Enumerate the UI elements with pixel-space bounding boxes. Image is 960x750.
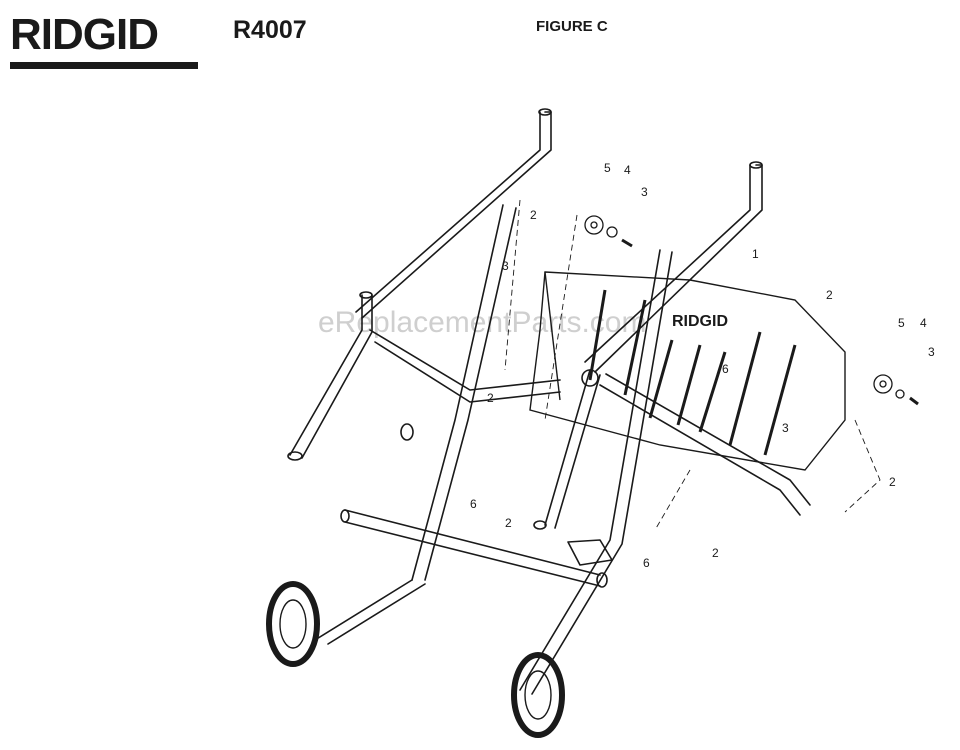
figure-label: FIGURE C [536, 18, 608, 35]
wheels [266, 581, 565, 738]
callout-6: 6 [722, 362, 729, 376]
washer-part-5-left [584, 215, 604, 235]
ridgid-logo: RIDGID [10, 12, 200, 70]
callout-4: 4 [920, 316, 927, 330]
callout-2: 2 [487, 391, 494, 405]
callout-2: 2 [826, 288, 833, 302]
plate-slots [588, 289, 797, 456]
lock-washer-part-4-left [606, 226, 618, 238]
hardware-parts [584, 215, 919, 406]
bolt-part-3-left [621, 238, 633, 248]
callout-2: 2 [889, 475, 896, 489]
bolt-part-3-right [909, 396, 919, 406]
callout-5: 5 [898, 316, 905, 330]
callout-3: 3 [641, 185, 648, 199]
leader-lines [504, 199, 881, 531]
callout-3: 3 [928, 345, 935, 359]
callout-5: 5 [604, 161, 611, 175]
mounting-plate [529, 271, 846, 471]
callout-2: 2 [505, 516, 512, 530]
callout-3: 3 [502, 259, 509, 273]
callout-4: 4 [624, 163, 631, 177]
left-wheel [266, 581, 320, 667]
callout-6: 6 [643, 556, 650, 570]
callout-3: 3 [782, 421, 789, 435]
part-callouts: 1 2 2 2 2 2 2 3 3 3 3 4 4 5 5 6 6 6 [470, 161, 935, 570]
callout-2: 2 [530, 208, 537, 222]
washer-part-5-right [873, 374, 893, 394]
model-number: R4007 [233, 16, 307, 44]
callout-6: 6 [470, 497, 477, 511]
callout-1: 1 [752, 247, 759, 261]
lock-washer-part-4-right [895, 389, 905, 399]
brand-name: RIDGID [10, 10, 159, 59]
callout-2: 2 [712, 546, 719, 560]
stand-frame [287, 108, 811, 695]
plate-logo-text: RIDGID [672, 313, 728, 330]
right-wheel [511, 652, 565, 738]
logo-underline [10, 62, 198, 69]
